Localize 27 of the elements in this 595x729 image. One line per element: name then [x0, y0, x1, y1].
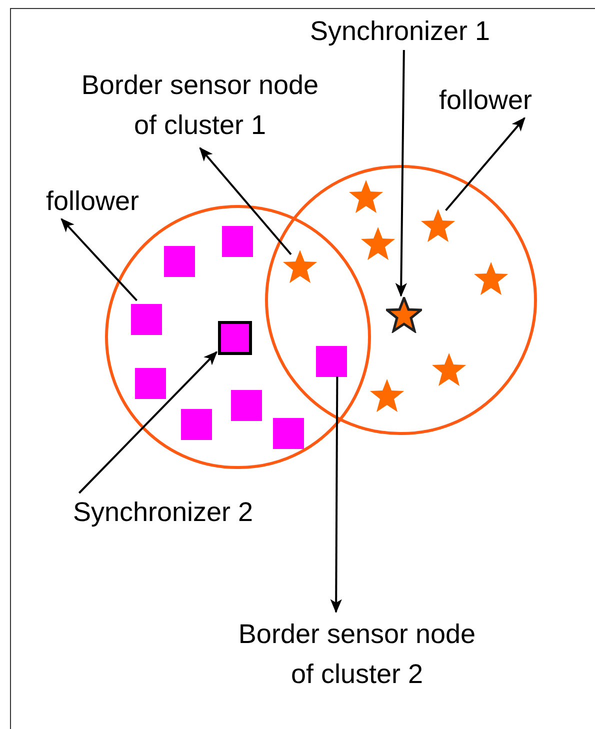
- arrow: [395, 50, 407, 297]
- sensor-square: [134, 368, 166, 398]
- synchronizer-star: [386, 297, 422, 333]
- arrow: [78, 351, 218, 494]
- callout-label: Synchronizer 1: [310, 15, 490, 48]
- sensor-star: [369, 378, 405, 414]
- sensor-square: [222, 226, 252, 256]
- synchronizer-square: [218, 321, 252, 355]
- sensor-square: [230, 390, 262, 420]
- sensor-star: [282, 249, 318, 285]
- sensor-star: [420, 208, 456, 244]
- sensor-square: [180, 408, 212, 440]
- arrow: [330, 376, 342, 614]
- sensor-square: [130, 304, 162, 334]
- callout-label: Synchronizer 2: [72, 496, 254, 529]
- sensor-star: [348, 179, 384, 215]
- sensor-square: [164, 246, 194, 276]
- callout-label: Border sensor node of cluster 2: [237, 618, 477, 691]
- arrow: [60, 218, 138, 302]
- sensor-star: [431, 352, 467, 388]
- callout-label: Border sensor node of cluster 1: [80, 69, 320, 142]
- callout-label: follower: [438, 84, 532, 117]
- sensor-star: [473, 261, 509, 297]
- sensor-square: [316, 346, 346, 376]
- sensor-star: [360, 226, 396, 262]
- callout-label: follower: [46, 185, 140, 218]
- sensor-square: [272, 418, 304, 448]
